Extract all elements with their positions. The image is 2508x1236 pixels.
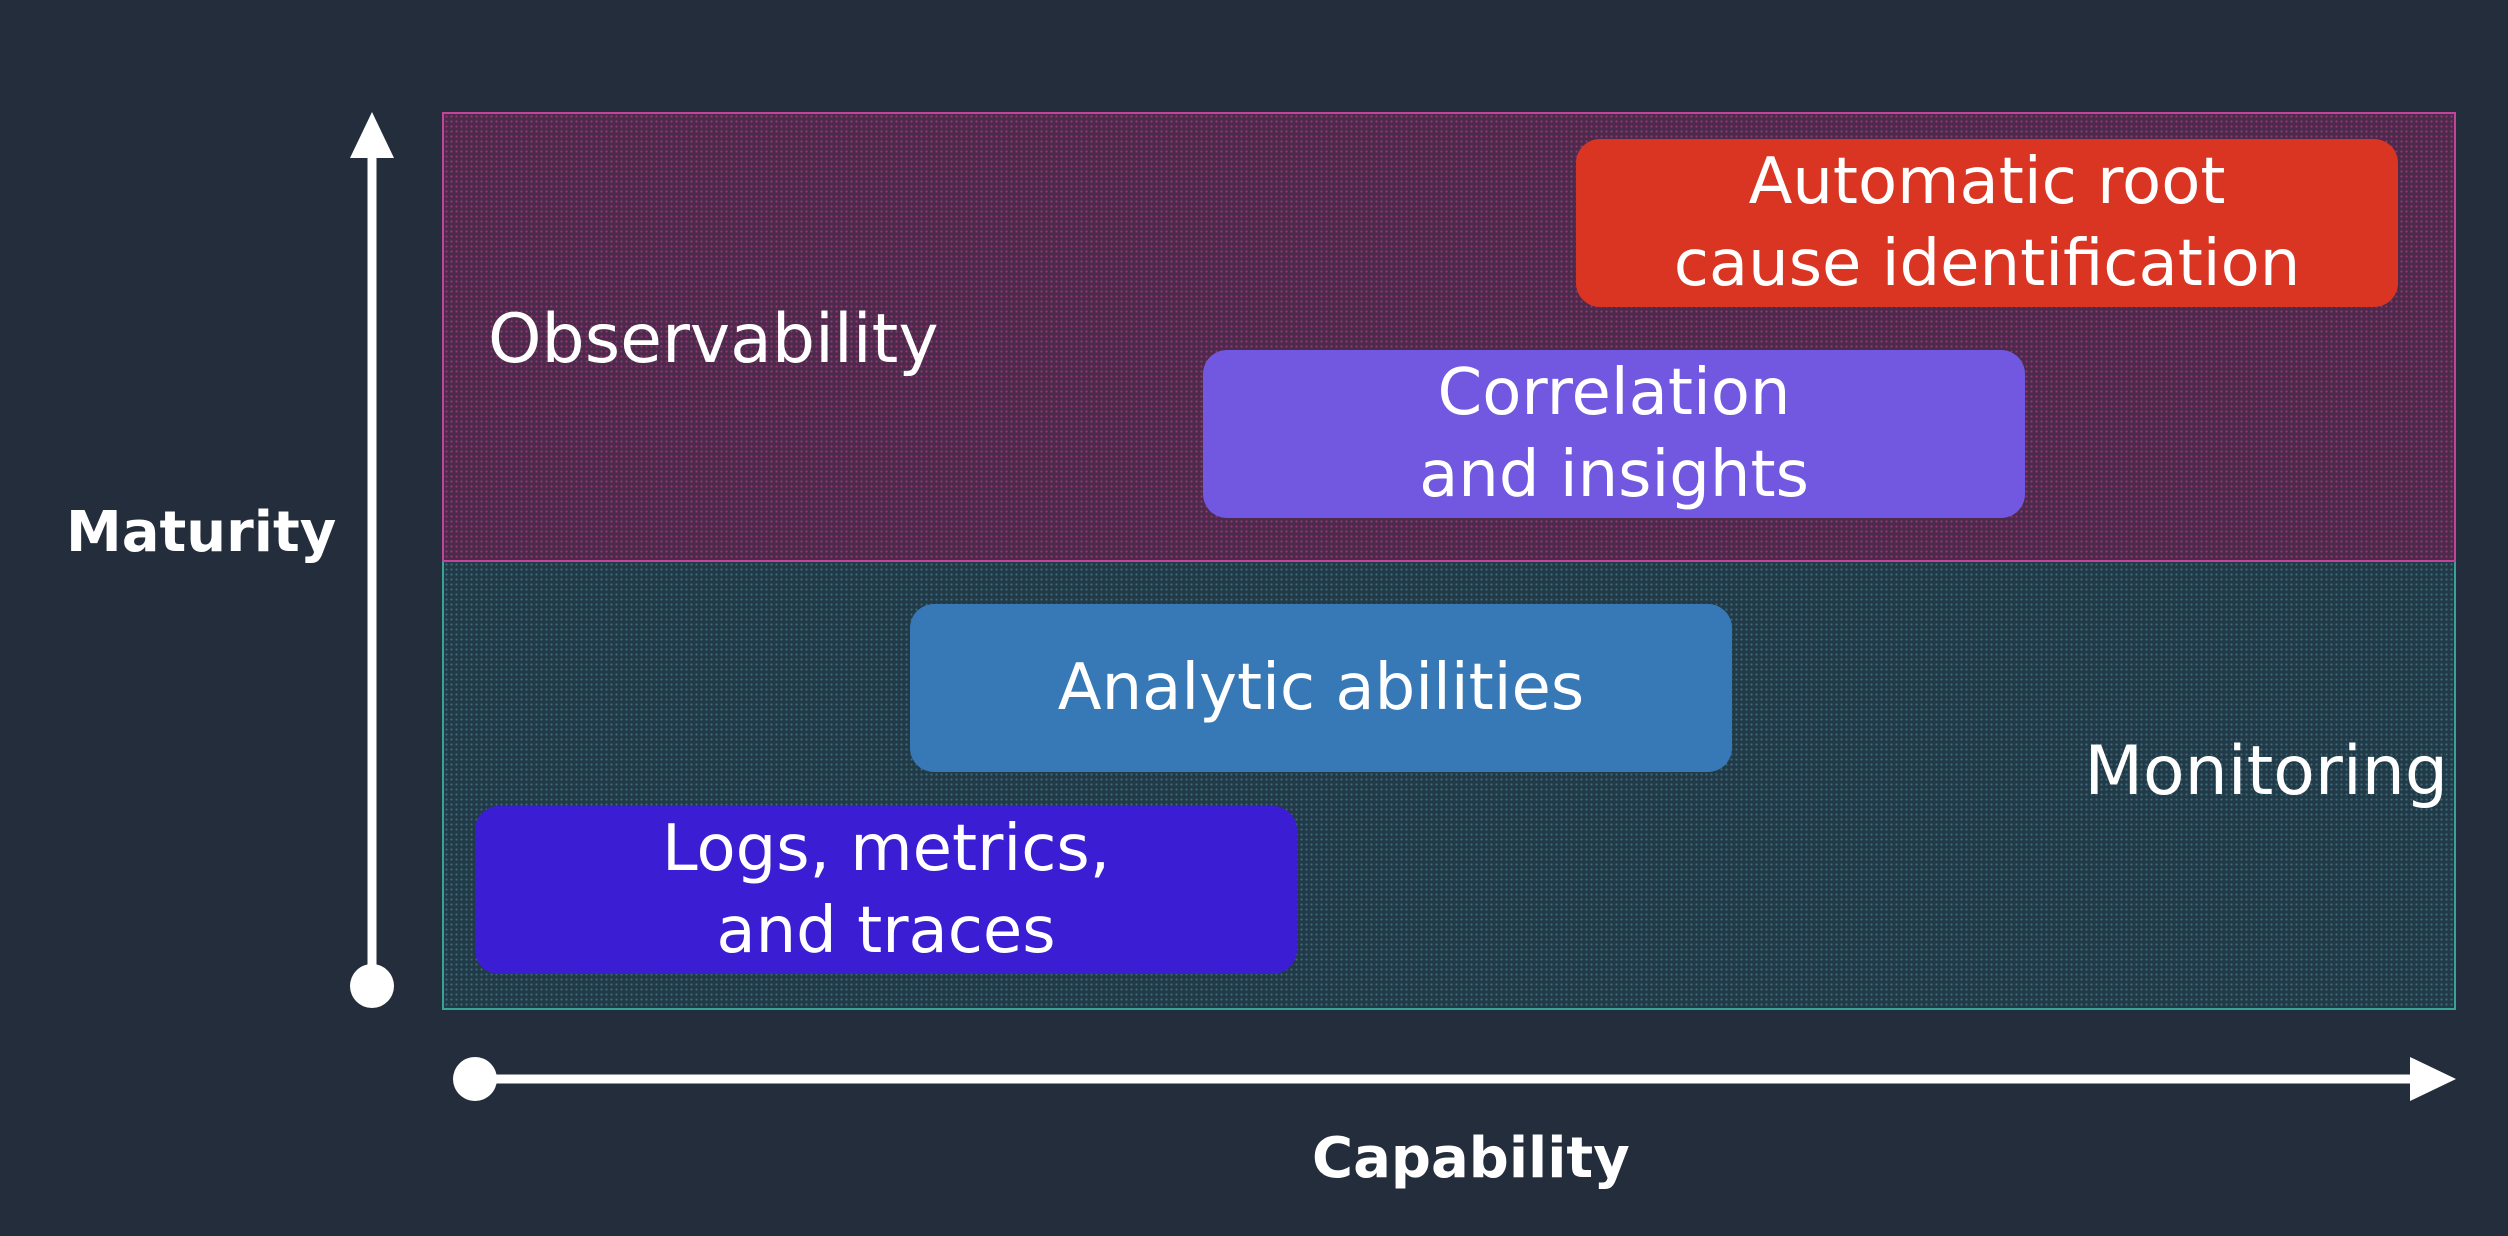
root-cause-line-1: Automatic root <box>1748 145 2226 219</box>
monitoring-label: Monitoring <box>2084 732 2448 811</box>
correlation-line-1: Correlation <box>1437 356 1791 430</box>
analytic-box: Analytic abilities <box>910 604 1732 772</box>
maturity-axis-label: Maturity <box>66 500 337 565</box>
capability-axis-label: Capability <box>1312 1126 1630 1191</box>
logs-line-1: Logs, metrics, <box>661 812 1111 886</box>
observability-label: Observability <box>488 300 939 379</box>
capability-arrow-icon <box>2410 1057 2456 1101</box>
logs-box: Logs, metrics, and traces <box>475 806 1297 974</box>
logs-line-2: and traces <box>716 894 1056 968</box>
maturity-origin-dot <box>350 964 394 1008</box>
analytic-line-1: Analytic abilities <box>1057 651 1585 725</box>
root-cause-line-2: cause identification <box>1673 227 2301 301</box>
maturity-arrow-icon <box>350 112 394 158</box>
root-cause-box: Automatic root cause identification <box>1576 139 2398 307</box>
capability-axis <box>453 1057 2456 1101</box>
correlation-line-2: and insights <box>1419 438 1809 512</box>
maturity-axis <box>350 112 394 1008</box>
correlation-box: Correlation and insights <box>1203 350 2025 518</box>
capability-origin-dot <box>453 1057 497 1101</box>
